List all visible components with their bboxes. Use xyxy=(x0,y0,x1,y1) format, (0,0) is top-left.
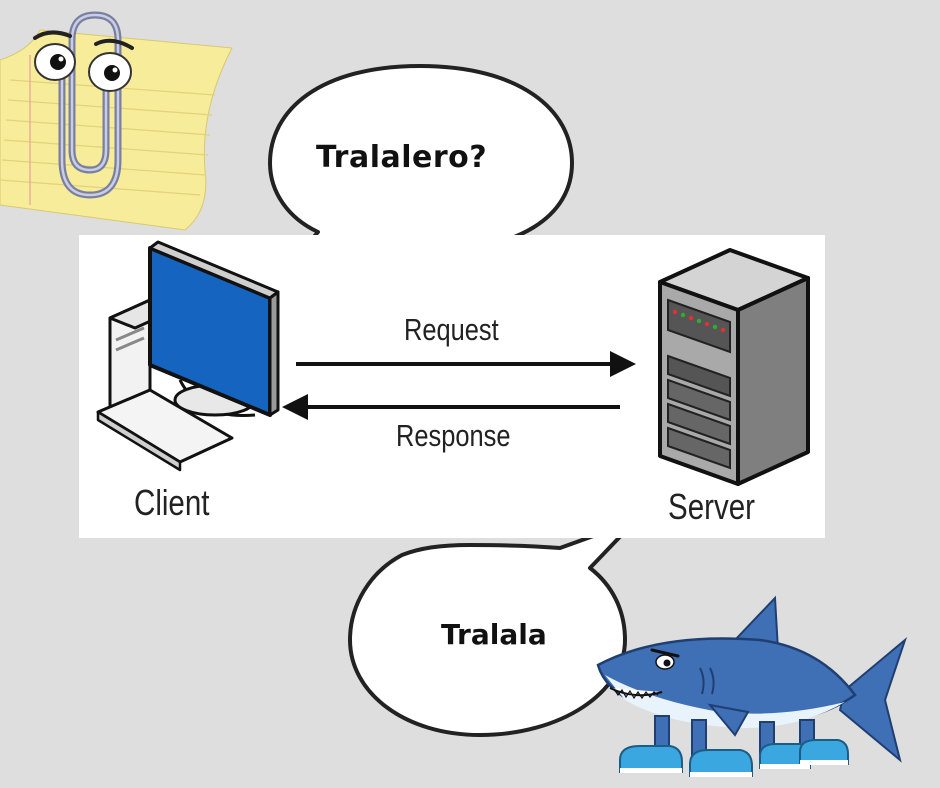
client-label: Client xyxy=(134,482,210,523)
client-computer-icon xyxy=(96,240,280,472)
server-label: Server xyxy=(668,486,755,527)
shark-with-sneakers-icon xyxy=(596,595,908,777)
response-arrow xyxy=(282,394,620,420)
request-arrow xyxy=(296,351,636,377)
response-label: Response xyxy=(396,418,511,453)
client-speech-text: Tralalero? xyxy=(316,140,488,175)
paperclip-assistant-icon xyxy=(0,11,233,231)
request-label: Request xyxy=(404,312,499,347)
speech-bubble-server xyxy=(348,519,637,737)
server-speech-text: Tralala xyxy=(441,618,547,651)
server-icon xyxy=(658,248,810,486)
